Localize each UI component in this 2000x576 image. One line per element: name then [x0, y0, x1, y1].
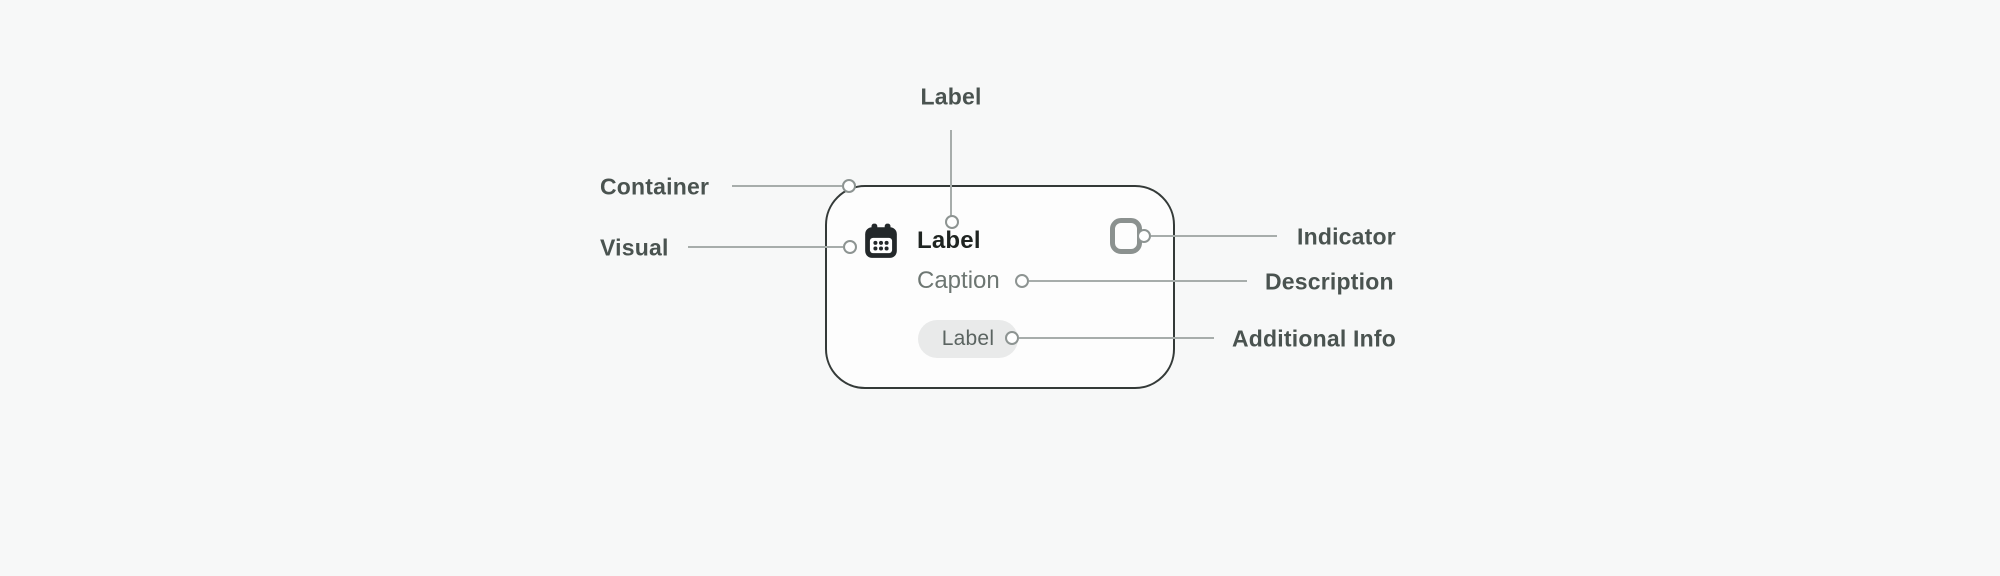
- annotation-label-top: Label: [920, 83, 982, 110]
- annotation-label-additional-info: Additional Info: [1232, 325, 1396, 352]
- connector-dot-description: [1015, 274, 1029, 288]
- connector-dot-visual: [843, 240, 857, 254]
- card-caption-text: Caption: [917, 267, 1000, 294]
- annotation-label-description: Description: [1265, 268, 1394, 295]
- connector-dot-indicator: [1137, 229, 1151, 243]
- callout-line-label: [950, 130, 952, 216]
- anatomy-card: [825, 185, 1175, 389]
- callout-line-additional-info: [1019, 337, 1214, 339]
- annotation-label-container: Container: [600, 173, 710, 200]
- additional-info-badge: Label: [918, 320, 1018, 358]
- annotation-label-indicator: Indicator: [1297, 223, 1396, 250]
- connector-dot-additional-info: [1005, 331, 1019, 345]
- connector-dot-label: [945, 215, 959, 229]
- connector-dot-container: [842, 179, 856, 193]
- annotation-label-visual: Visual: [600, 234, 669, 261]
- card-title-label: Label: [917, 227, 981, 254]
- badge-label: Label: [941, 327, 995, 350]
- callout-line-container: [732, 185, 842, 187]
- callout-line-description: [1029, 280, 1247, 282]
- callout-line-visual: [688, 246, 843, 248]
- callout-line-indicator: [1151, 235, 1277, 237]
- calendar-icon: [865, 223, 897, 258]
